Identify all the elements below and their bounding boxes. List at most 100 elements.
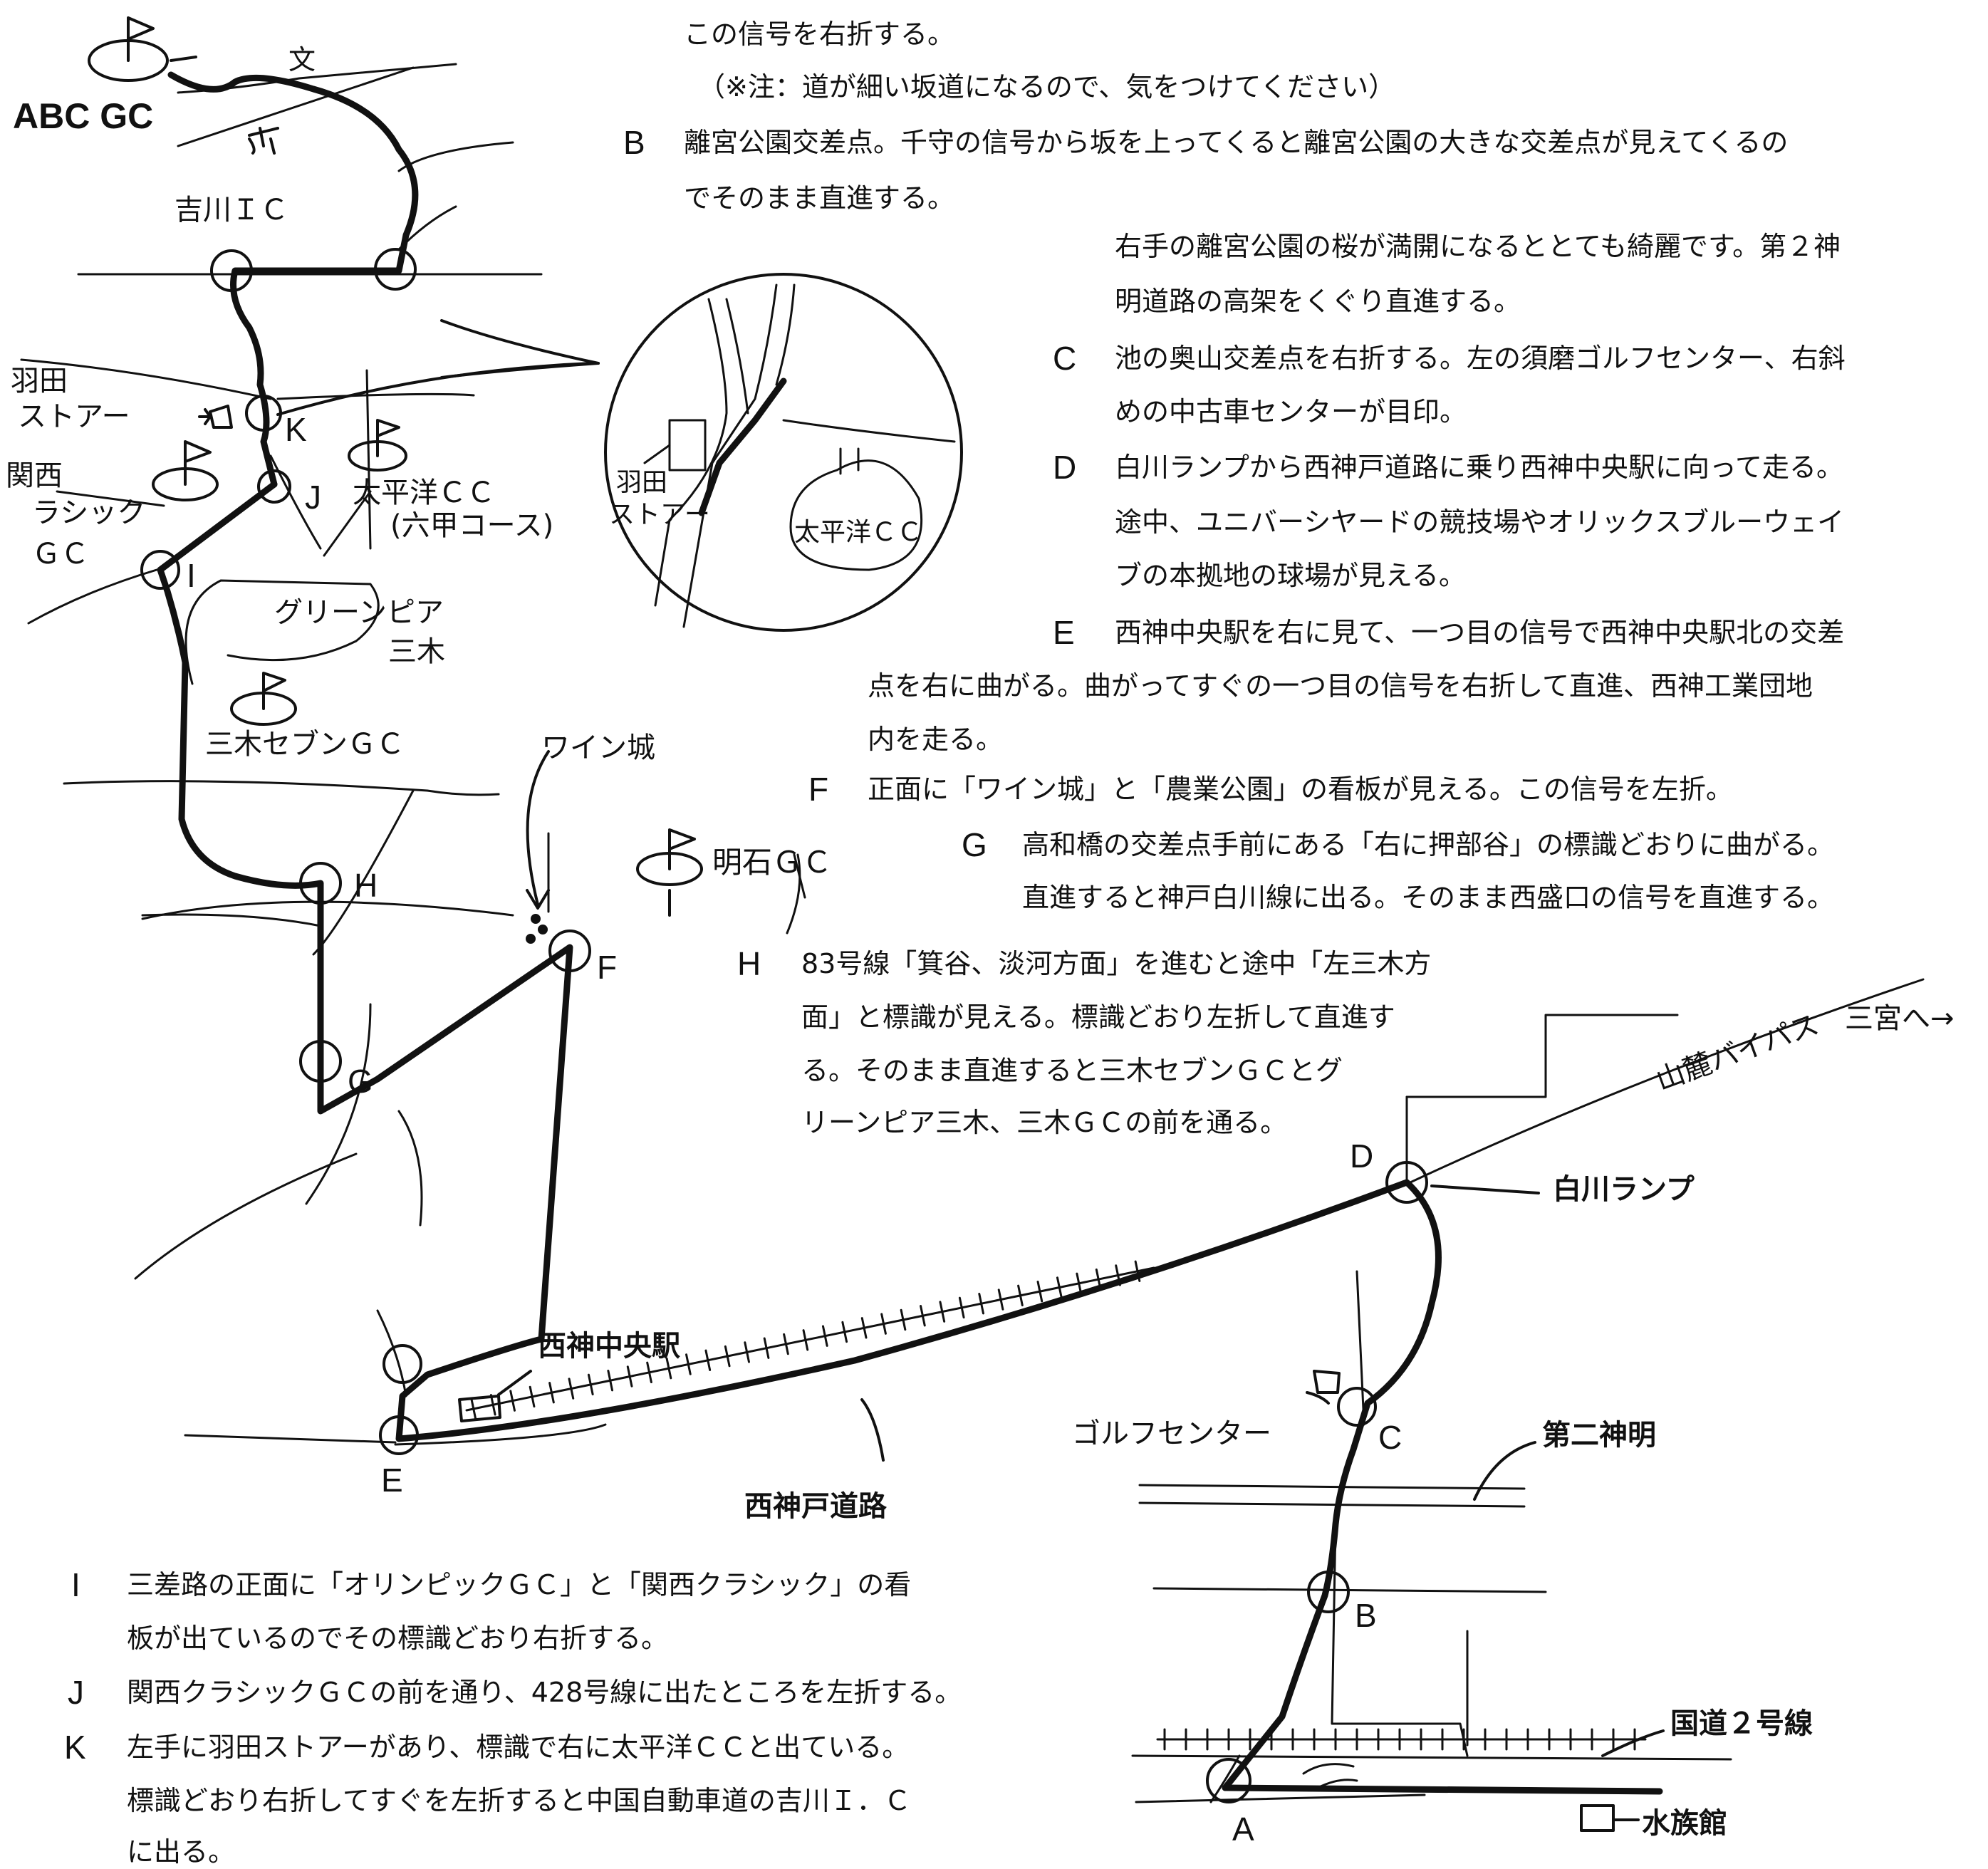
node-yoshikawa-ic-west: [210, 249, 253, 292]
wine-castle-arrow: [526, 750, 550, 906]
direction-B-line-1: 離宮公園交差点。千守の信号から坂を上ってくると離宮公園の大きな交差点が見えてくる…: [684, 127, 1789, 158]
direction-H-line-2: 面」と標識が見える。標識どおり左折して直進す: [801, 1001, 1395, 1033]
map-markers: [198, 127, 1665, 1832]
direction-G-key: G: [962, 826, 987, 863]
direction-K-line-1: 左手に羽田ストアーがあり、標識で右に太平洋ＣＣと出ている。: [127, 1732, 910, 1763]
inset-map: [440, 273, 963, 632]
rail-tie: [685, 1353, 692, 1375]
flag-icon-taiheiyo: [348, 419, 407, 472]
direction-K-line-3: に出る。: [127, 1836, 236, 1868]
direction-E-line-2: 点を右に曲がる。曲がってすぐの一つ目の信号を右折して直進、西神工業団地: [868, 670, 1813, 702]
rail-tie: [665, 1357, 672, 1380]
school-label: 文: [288, 44, 316, 76]
nishi-kobe-road-label: 西神戸道路: [744, 1490, 887, 1523]
direction-C-line-2: めの中古車センターが目印。: [1115, 396, 1467, 427]
route-nodes: [140, 248, 1428, 1803]
wine-castle-label: ワイン城: [541, 732, 655, 764]
akashi-gc-label: 明石ＧＣ: [712, 845, 833, 880]
rail-tie: [724, 1345, 731, 1368]
node-G-circle: [299, 1040, 342, 1083]
rail-tie: [704, 1349, 712, 1371]
route2-label: 国道２号線: [1670, 1707, 1813, 1740]
haneda-store-marker: [209, 405, 233, 429]
direction-D-key: D: [1053, 449, 1077, 486]
aquarium-marker: [1580, 1804, 1615, 1832]
direction-B-line-3: 右手の離宮公園の桜が満開になるととても綺麗です。第２神: [1115, 231, 1841, 262]
direction-H-line-1: 83号線「箕谷、淡河方面」を進むと途中「左三木方: [801, 948, 1432, 979]
node-yoshikawa-ic-east: [374, 248, 417, 291]
golf-center-label: ゴルフセンター: [1072, 1417, 1271, 1450]
rail-tie: [978, 1293, 984, 1315]
node-C-circle: [1337, 1387, 1377, 1427]
node-H-circle: [299, 862, 342, 905]
flag-icon-akashi: [636, 828, 703, 917]
rail-tie: [646, 1361, 652, 1384]
rail-tie: [529, 1385, 536, 1408]
direction-I-line-1: 三差路の正面に「オリンピックＧＣ」と「関西クラシック」の看: [127, 1569, 912, 1600]
flag-icon-kansai: [152, 440, 219, 501]
direction-F-key: F: [808, 771, 829, 808]
rail-tie: [997, 1288, 1004, 1311]
shirakawa-ramp-label: 白川ランプ: [1553, 1173, 1695, 1206]
direction-C-key: C: [1053, 340, 1077, 377]
kansai-classic-label-3: ＧＣ: [32, 538, 89, 571]
haneda-store-label-2: ストアー: [18, 400, 130, 433]
abc-gc-label: ABC GC: [13, 96, 154, 136]
node-K-label: K: [285, 411, 307, 448]
direction-C-line-1: 池の奥山交差点を右折する。左の須磨ゴルフセンター、右斜: [1115, 343, 1846, 374]
rail-tie: [1017, 1284, 1024, 1307]
yoshikawa-ic-label: 吉川ＩＣ: [175, 194, 288, 227]
rail-tie: [900, 1308, 907, 1331]
direction-F-line-1: 正面に「ワイン城」と「農業公園」の看板が見える。この信号を左折。: [868, 774, 1733, 805]
flag-icon-miki-seven: [230, 672, 297, 726]
direction-G-line-2: 直進すると神戸白川線に出る。そのまま西盛口の信号を直進する。: [1022, 882, 1835, 913]
taiheiyo-cc-label: 太平洋ＣＣ: [353, 477, 495, 509]
node-J-circle: [257, 469, 291, 504]
rail-tie: [626, 1365, 633, 1388]
rail-tie: [744, 1341, 750, 1363]
direction-D-line-3: ブの本拠地の球場が見える。: [1115, 560, 1466, 591]
kansai-classic-label-2: ラシック: [32, 496, 146, 529]
rail-tie: [958, 1296, 965, 1319]
rail-tie: [1056, 1276, 1063, 1298]
direction-D-line-2: 途中、ユニバーシヤードの競技場やオリックスブルーウェイ: [1115, 506, 1845, 538]
rail-tie: [509, 1390, 516, 1412]
node-D-circle: [1385, 1161, 1428, 1204]
rail-tie: [489, 1394, 496, 1416]
direction-K-key: K: [64, 1729, 86, 1766]
rail-tie: [939, 1301, 946, 1323]
direction-H-key: H: [737, 945, 761, 982]
rail-tie: [1076, 1272, 1083, 1295]
rail-tie: [880, 1313, 887, 1335]
rail-tie: [1036, 1280, 1044, 1303]
direction-E-key: E: [1053, 614, 1075, 651]
rail-tie: [568, 1378, 575, 1400]
node-B-label: B: [1355, 1597, 1377, 1634]
rail-tie: [821, 1325, 828, 1347]
direction-E-line-1: 西神中央駅を右に見て、一つ目の信号で西神中央駅北の交差: [1115, 617, 1845, 648]
shrine-marker: [248, 127, 279, 155]
main-route: [157, 71, 1663, 1795]
rail-tie: [470, 1397, 477, 1420]
node-C-label: C: [1378, 1419, 1402, 1456]
node-E-circle: [379, 1415, 419, 1455]
inset-haneda-label-2: ストアー: [609, 500, 710, 529]
seishin-chuo-station-label: 西神中央駅: [538, 1330, 680, 1363]
direction-H-line-4: リーンピア三木、三木ＧＣの前を通る。: [801, 1107, 1288, 1138]
inset-haneda-label-1: 羽田: [616, 468, 668, 497]
rail-tie: [920, 1305, 926, 1327]
node-E-label: E: [381, 1462, 403, 1499]
green-pia-label-1: グリーンピア: [274, 596, 444, 629]
direction-D-line-1: 白川ランプから西神戸道路に乗り西神中央駅に向って走る。: [1115, 452, 1843, 483]
direction-B-line-2: でそのまま直進する。: [684, 182, 955, 214]
direction-H-line-3: る。そのまま直進すると三木セブンＧＣとグ: [801, 1055, 1343, 1086]
direction-G-line-1: 高和橋の交差点手前にある「右に押部谷」の標識どおりに曲がる。: [1022, 829, 1835, 860]
rail-tie: [587, 1373, 594, 1396]
node-F-label: F: [597, 949, 618, 986]
node-H-label: H: [354, 867, 378, 904]
intro-line-1: この信号を右折する。: [684, 19, 955, 50]
inset-taiheiyo-label: 太平洋ＣＣ: [794, 518, 923, 547]
station-marker: [458, 1395, 501, 1422]
golf-center-marker: [1313, 1370, 1341, 1394]
direction-J-key: J: [68, 1674, 84, 1711]
